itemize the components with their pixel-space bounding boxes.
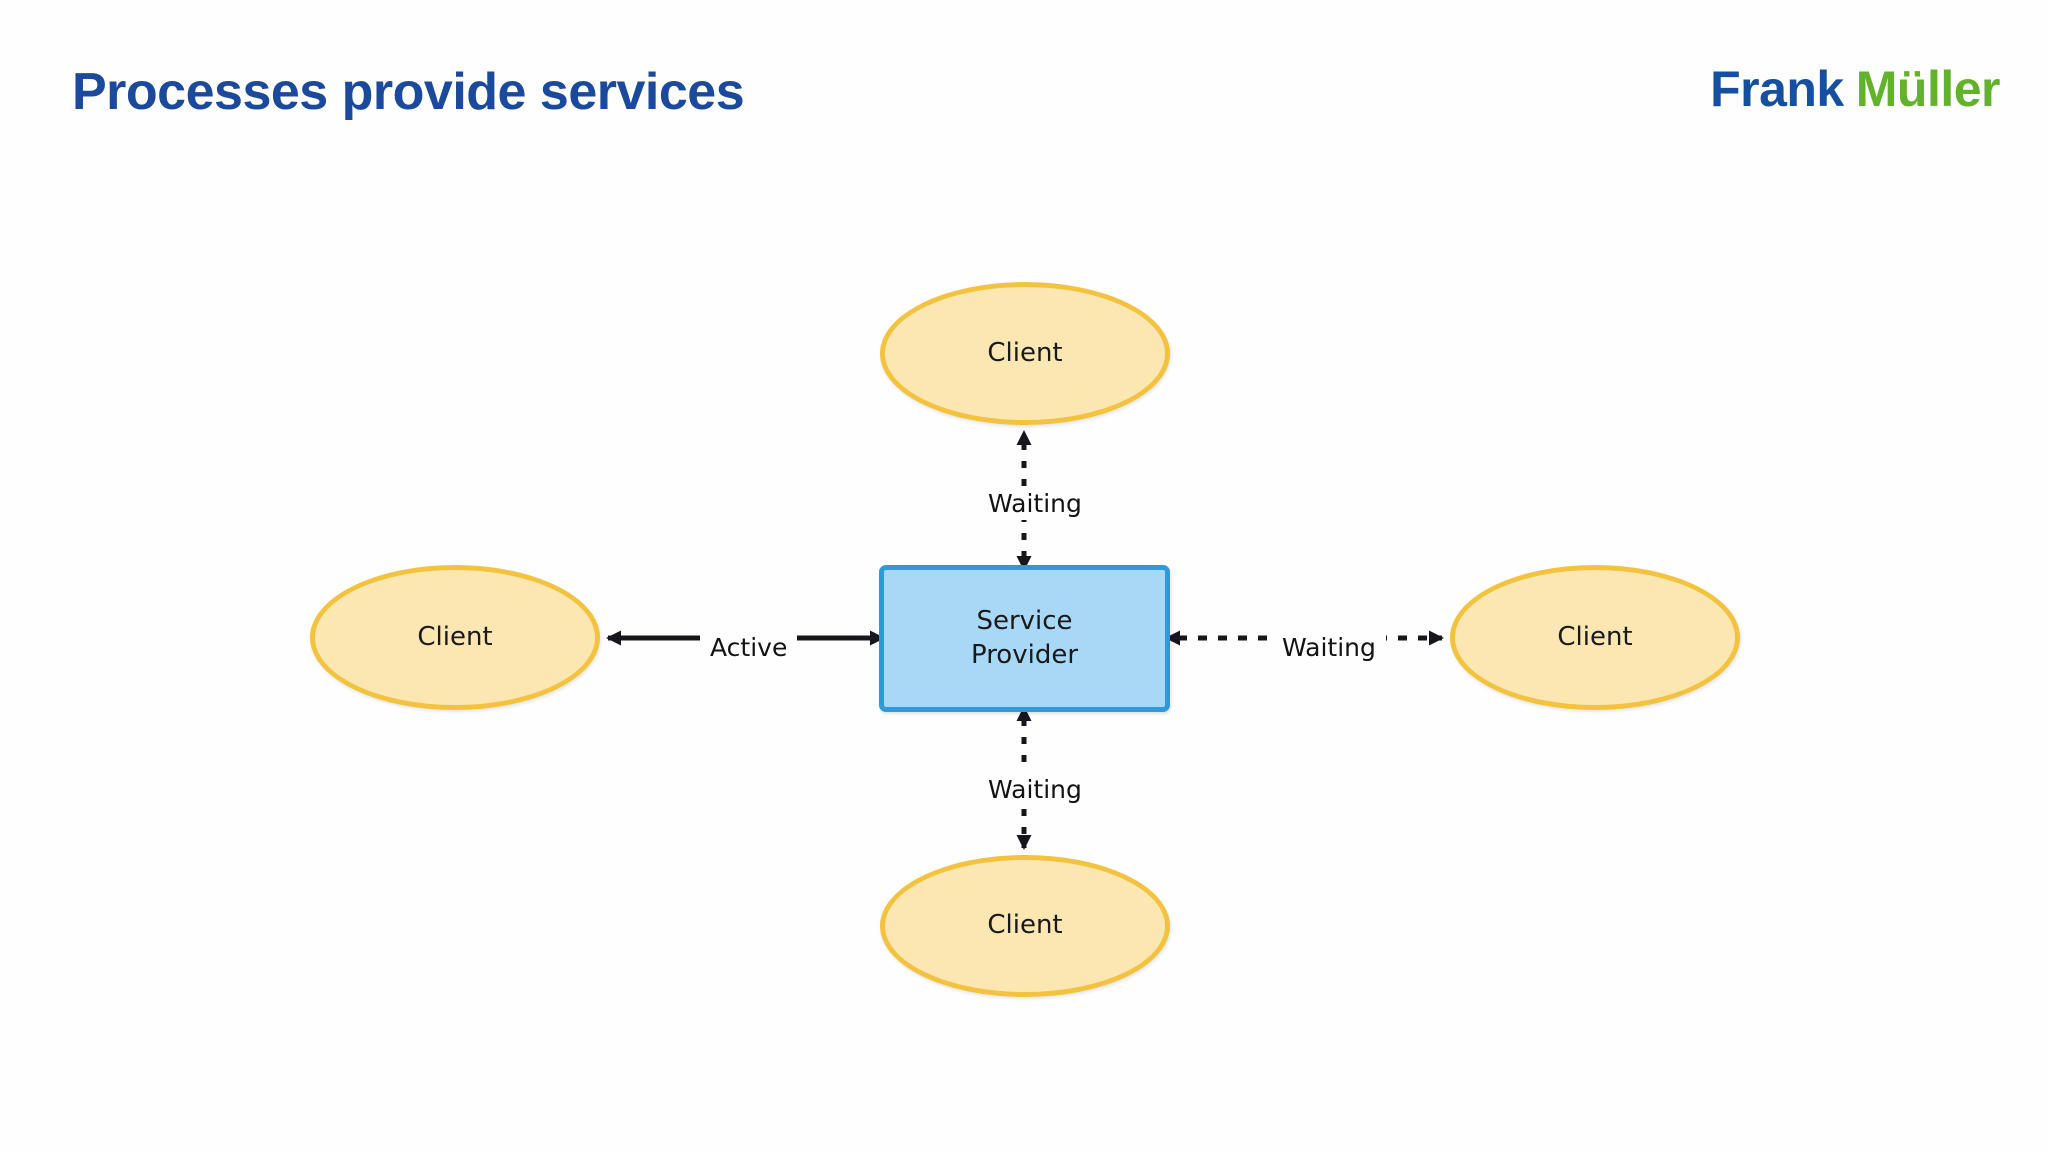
brand-name-first: Frank bbox=[1710, 61, 1844, 117]
node-label: Service Provider bbox=[971, 605, 1078, 673]
edge-label-waiting-right: Waiting bbox=[1272, 631, 1386, 664]
node-service-provider[interactable]: Service Provider bbox=[879, 565, 1170, 712]
node-label-line2: Provider bbox=[970, 639, 1079, 670]
edge-label-waiting-bottom: Waiting bbox=[978, 773, 1092, 806]
edge-label-active-left: Active bbox=[700, 631, 798, 664]
node-client-top[interactable]: Client bbox=[880, 282, 1170, 425]
brand-name-last: Müller bbox=[1855, 61, 2001, 117]
node-label: Client bbox=[417, 621, 493, 652]
node-label-line1: Service bbox=[976, 605, 1073, 636]
node-label: Client bbox=[1557, 621, 1633, 652]
node-client-right[interactable]: Client bbox=[1450, 565, 1740, 710]
page-title: Processes provide services bbox=[72, 63, 745, 121]
edge-label-waiting-top: Waiting bbox=[978, 487, 1092, 520]
node-label: Client bbox=[987, 910, 1063, 941]
node-client-bottom[interactable]: Client bbox=[880, 855, 1170, 997]
node-label: Client bbox=[987, 337, 1063, 368]
node-client-left[interactable]: Client bbox=[310, 565, 600, 710]
